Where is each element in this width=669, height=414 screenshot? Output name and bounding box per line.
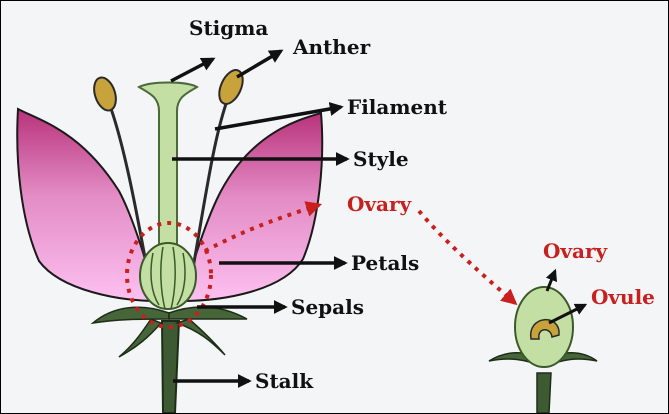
inset-link-arrow	[419, 211, 515, 303]
label-style: Style	[353, 147, 409, 171]
label-ovary: Ovary	[347, 192, 413, 216]
left-anther	[90, 75, 120, 114]
label-sepals: Sepals	[291, 295, 364, 319]
label-filament: Filament	[347, 95, 448, 119]
label-anther: Anther	[292, 35, 371, 59]
stalk-stem	[162, 321, 179, 413]
label-stalk: Stalk	[255, 369, 314, 393]
ovary	[140, 243, 196, 309]
inset-ovary	[489, 271, 597, 413]
label-inset-ovule: Ovule	[591, 285, 655, 309]
label-stigma: Stigma	[189, 16, 268, 40]
label-inset-ovary: Ovary	[543, 239, 609, 263]
stigma-style	[139, 83, 197, 252]
label-petals: Petals	[351, 251, 419, 275]
